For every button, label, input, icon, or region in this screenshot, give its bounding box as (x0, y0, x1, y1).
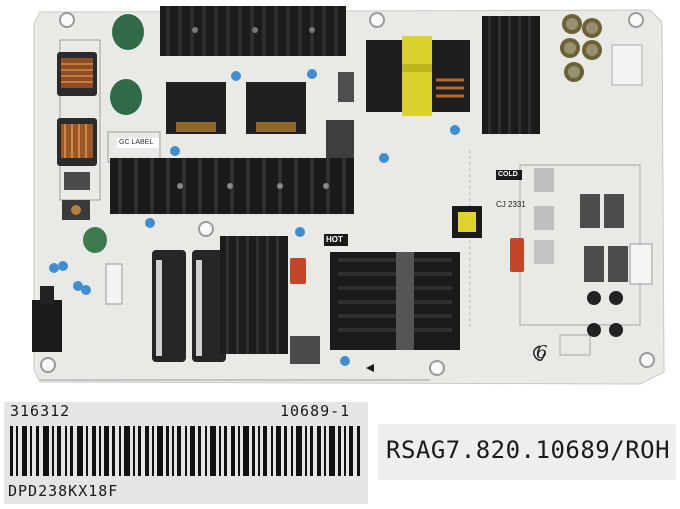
heatsink-bottom-right (330, 252, 460, 350)
cold-mark: COLD (498, 171, 518, 178)
main-transformer (366, 36, 470, 116)
heatsink-middle (110, 158, 354, 214)
sticker-code-top-left: 316312 (10, 402, 71, 420)
right-side-parts (452, 168, 653, 337)
barcode-sticker (4, 402, 368, 504)
filter-inductors (57, 52, 97, 220)
part-number-sticker (378, 424, 676, 480)
blue-caps (49, 69, 460, 366)
silkscreen-text (117, 138, 545, 372)
bulk-capacitors (152, 250, 226, 362)
output-capacitors (560, 14, 643, 86)
sticker-code-bottom: DPD238KX18F (8, 482, 119, 500)
sticker-code-top-right: 10689-1 (280, 402, 351, 420)
ac-input-connector (32, 263, 123, 352)
heatsink-top (160, 6, 346, 56)
heatsink-center-bottom (220, 236, 320, 364)
part-number-text: RSAG7.820.10689/ROH (386, 436, 671, 464)
cj-code: CJ 2331 (496, 200, 526, 209)
gc-label-text: GC LABEL (119, 139, 154, 146)
heatsink-right (482, 16, 540, 134)
handwritten-mark: 6 (536, 342, 548, 363)
barcode-bars (10, 426, 360, 476)
black-components (166, 72, 354, 158)
hot-mark: HOT (326, 235, 343, 244)
thermistors (83, 14, 144, 253)
